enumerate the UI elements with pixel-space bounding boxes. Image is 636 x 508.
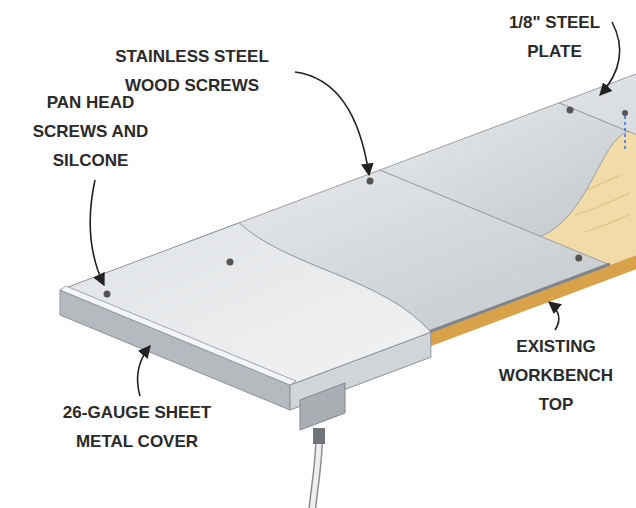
leader-arrow xyxy=(549,302,559,330)
screw xyxy=(104,291,111,298)
leader-arrow xyxy=(90,180,104,285)
plate-edge xyxy=(418,264,610,336)
cover-lip xyxy=(60,286,296,385)
hidden-screw xyxy=(624,116,626,150)
screw xyxy=(622,110,628,116)
steel-plate xyxy=(380,103,628,237)
sheet-metal-cover xyxy=(60,223,431,385)
leader-arrow xyxy=(138,346,150,396)
bracket xyxy=(300,383,345,430)
callout-label: 26-GAUGE SHEET METAL COVER xyxy=(48,398,226,456)
screw xyxy=(575,255,582,262)
screw xyxy=(367,178,374,185)
screw xyxy=(227,259,234,266)
leader-arrow xyxy=(600,22,620,95)
cable xyxy=(312,444,319,508)
fitting xyxy=(313,428,325,444)
callout-label: EXISTING WORKBENCH TOP xyxy=(495,332,617,419)
leader-arrow xyxy=(295,72,369,175)
callout-label: PAN HEAD SCREWS AND SILCONE xyxy=(28,88,153,175)
screw xyxy=(567,107,574,114)
callout-label: 1/8" STEEL PLATE xyxy=(497,8,612,66)
callout-label: STAINLESS STEEL WOOD SCREWS xyxy=(92,42,292,100)
cable xyxy=(312,444,319,508)
